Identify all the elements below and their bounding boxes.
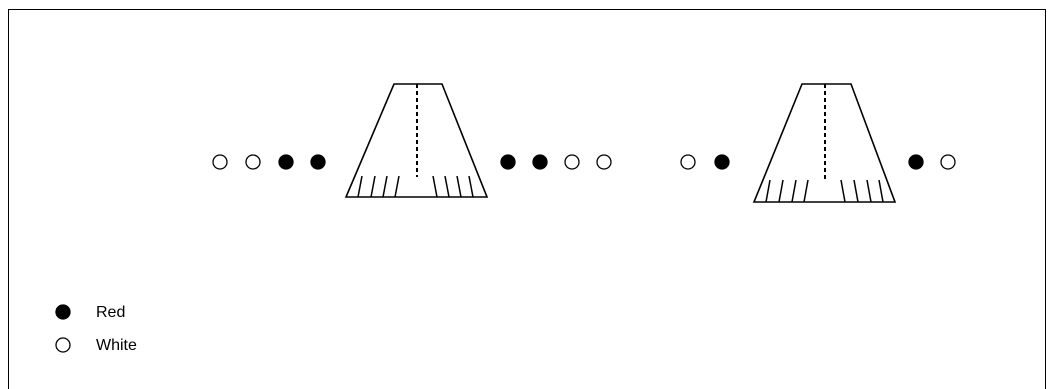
legend-white-label: White: [96, 337, 137, 355]
red-marker: [311, 155, 325, 169]
legend: [56, 305, 70, 352]
red-marker: [501, 155, 515, 169]
legend-red-label: Red: [96, 304, 125, 322]
white-marker: [246, 155, 260, 169]
white-marker: [565, 155, 579, 169]
red-marker: [909, 155, 923, 169]
cone-1: [346, 84, 487, 197]
legend-white-swatch: [56, 338, 70, 352]
white-marker: [597, 155, 611, 169]
white-marker: [941, 155, 955, 169]
legend-red-swatch: [56, 305, 70, 319]
marker-row: [213, 84, 955, 202]
cone-2: [754, 84, 895, 202]
red-marker: [715, 155, 729, 169]
diagram-canvas: [0, 0, 1055, 379]
white-marker: [681, 155, 695, 169]
red-marker: [279, 155, 293, 169]
red-marker: [533, 155, 547, 169]
white-marker: [213, 155, 227, 169]
